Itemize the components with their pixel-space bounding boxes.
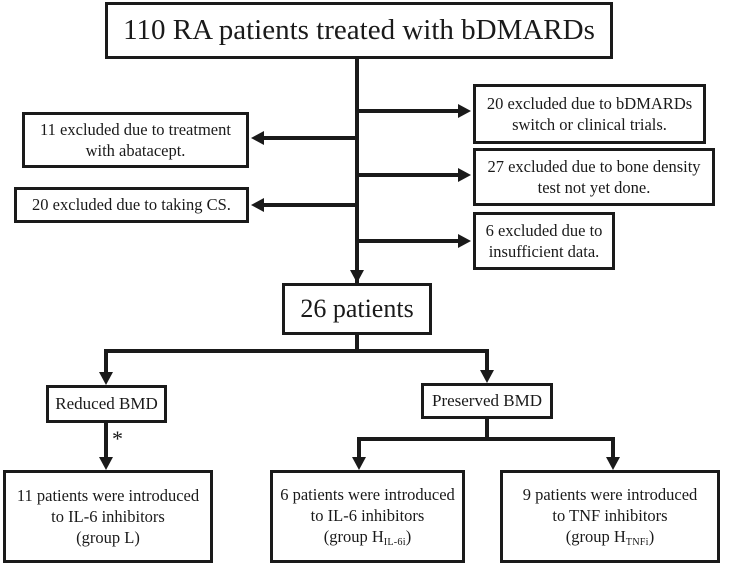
node-group-h-il6i-line3-subscript: IL-6i	[383, 536, 406, 548]
node-excluded-bdmards-switch: 20 excluded due to bDMARDs switch or cli…	[473, 84, 706, 144]
arrowhead-to-excluded-bdmards-switch	[458, 104, 471, 118]
node-excluded-insufficient-data: 6 excluded due to insufficient data.	[473, 212, 615, 270]
node-excluded-bdmards-switch-line1: 20 excluded due to bDMARDs	[486, 93, 693, 113]
connector-split-to-group-h-tnfi	[611, 437, 615, 459]
node-excluded-abatacept-line1: 11 excluded due to treatment	[40, 119, 231, 139]
node-group-h-tnfi: 9 patients were introduced to TNF inhibi…	[500, 470, 720, 563]
node-group-h-tnfi-line2: to TNF inhibitors	[552, 506, 668, 526]
node-group-h-il6i-line2: to IL-6 inhibitors	[310, 506, 425, 526]
node-group-h-il6i: 6 patients were introduced to IL-6 inhib…	[270, 470, 465, 563]
arrowhead-to-excluded-bone-density	[458, 168, 471, 182]
node-group-h-tnfi-line3-subscript: TNFi	[625, 536, 649, 548]
node-group-l: 11 patients were introduced to IL-6 inhi…	[3, 470, 213, 563]
connector-preserved-bmd-stem	[485, 419, 489, 441]
arrowhead-to-excluded-insufficient-data	[458, 234, 471, 248]
arrowhead-to-group-l	[99, 457, 113, 470]
node-excluded-abatacept-line2: with abatacept.	[85, 141, 186, 160]
node-remaining-patients: 26 patients	[282, 283, 432, 335]
node-group-l-line1: 11 patients were introduced	[16, 485, 200, 505]
arrowhead-to-excluded-taking-cs	[251, 198, 264, 212]
node-group-h-tnfi-line1: 9 patients were introduced	[522, 484, 698, 504]
node-excluded-insufficient-data-line2: insufficient data.	[488, 242, 600, 261]
node-reduced-bmd: Reduced BMD	[46, 385, 167, 423]
connector-split-to-preserved-bmd	[485, 349, 489, 371]
connector-split-to-reduced-bmd	[104, 349, 108, 373]
arrowhead-to-excluded-abatacept	[251, 131, 264, 145]
node-group-h-il6i-line3-suffix: )	[405, 527, 412, 547]
node-total-patients-line1: 110 RA patients treated with bDMARDs	[123, 13, 595, 46]
node-group-h-il6i-line3-prefix: (group H	[323, 527, 384, 547]
node-excluded-taking-cs: 20 excluded due to taking CS.	[14, 187, 249, 223]
connector-to-excluded-taking-cs	[262, 203, 359, 207]
node-remaining-patients-line1: 26 patients	[300, 294, 414, 324]
connector-bmd-split-bar	[104, 349, 489, 353]
node-preserved-bmd: Preserved BMD	[421, 383, 553, 419]
connector-split-to-group-h-il6i	[357, 437, 361, 459]
node-excluded-taking-cs-line1: 20 excluded due to taking CS.	[32, 195, 231, 215]
node-excluded-bone-density-line1: 27 excluded due to bone density	[487, 156, 701, 176]
node-group-h-tnfi-line3-suffix: )	[648, 527, 655, 547]
connector-main-spine	[355, 59, 359, 283]
node-excluded-bone-density-line2: test not yet done.	[537, 178, 651, 197]
connector-to-excluded-insufficient-data	[355, 239, 460, 243]
node-excluded-bdmards-switch-line2: switch or clinical trials.	[512, 115, 667, 134]
node-excluded-abatacept: 11 excluded due to treatment with abatac…	[22, 112, 249, 168]
node-group-l-line3: (group L)	[76, 528, 140, 548]
node-excluded-bone-density: 27 excluded due to bone density test not…	[473, 148, 715, 206]
connector-to-excluded-abatacept	[262, 136, 359, 140]
node-total-patients: 110 RA patients treated with bDMARDs	[105, 2, 613, 59]
connector-reduced-bmd-to-group-l	[104, 423, 108, 459]
node-reduced-bmd-line1: Reduced BMD	[55, 394, 158, 414]
arrowhead-to-preserved-bmd	[480, 370, 494, 383]
connector-remaining-stem	[355, 335, 359, 353]
node-group-h-tnfi-line3-prefix: (group H	[565, 527, 626, 547]
node-excluded-insufficient-data-line1: 6 excluded due to	[485, 220, 603, 240]
node-group-l-line2: to IL-6 inhibitors	[51, 506, 165, 526]
connector-preserved-split-bar	[357, 437, 615, 441]
arrowhead-to-group-h-il6i	[352, 457, 366, 470]
arrowhead-to-group-h-tnfi	[606, 457, 620, 470]
arrowhead-spine-to-remaining	[350, 270, 364, 283]
annotation-asterisk: *	[112, 426, 123, 451]
node-group-h-tnfi-line3: (group HTNFi)	[566, 526, 654, 549]
node-group-h-il6i-line1: 6 patients were introduced	[280, 484, 455, 504]
connector-to-excluded-bone-density	[355, 173, 460, 177]
arrowhead-to-reduced-bmd	[99, 372, 113, 385]
connector-to-excluded-bdmards-switch	[355, 109, 460, 113]
node-preserved-bmd-line1: Preserved BMD	[431, 391, 542, 411]
node-group-h-il6i-line3: (group HIL-6i)	[324, 526, 412, 549]
